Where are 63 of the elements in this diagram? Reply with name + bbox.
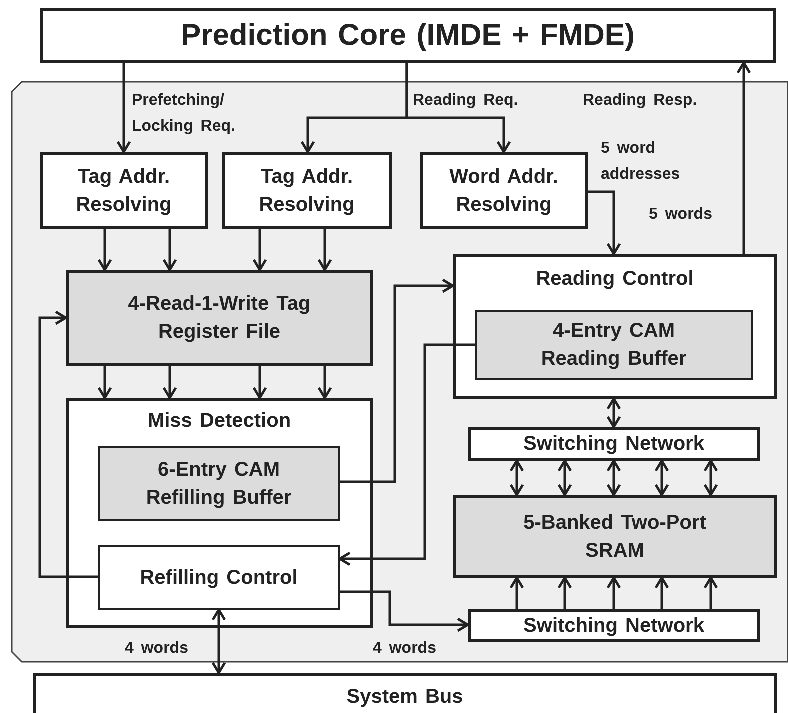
node-label: Tag Addr. Resolving: [75, 164, 173, 218]
process-box: [420, 152, 588, 229]
arrow: [558, 576, 572, 609]
arrow: [736, 62, 752, 254]
arrow: [588, 190, 622, 256]
arrow: [212, 608, 226, 674]
arrow: [162, 366, 178, 400]
arrow: [654, 460, 670, 496]
node-label: 4-Entry CAM Reading Buffer: [540, 319, 688, 372]
node-label: Word Addr. Resolving: [448, 164, 560, 218]
arrow: [340, 590, 470, 632]
arrow: [318, 229, 332, 272]
node-label: 6-Entry CAM Refilling Buffer: [145, 458, 293, 510]
edge-label: Reading Req.: [413, 91, 518, 111]
arrow: [654, 576, 670, 609]
edge-label: Prefetching/ Locking Req.: [132, 91, 236, 137]
detection-block: [66, 398, 373, 628]
arrow: [38, 310, 98, 578]
edge-label: 4 words: [125, 639, 188, 659]
arrow: [558, 460, 572, 496]
edge-label: Reading Resp.: [583, 91, 698, 111]
arrow: [162, 229, 178, 272]
annotation-label: 5 words: [649, 205, 712, 225]
edge-label: 5 word addresses: [601, 139, 682, 185]
control-box: [98, 545, 340, 610]
edge-label: 4 words: [373, 639, 436, 659]
node-label: Reading Control: [536, 267, 694, 292]
control-block: [453, 254, 777, 399]
arrow: [510, 460, 524, 496]
arrow: [704, 576, 718, 609]
arrow: [116, 63, 132, 154]
arrow: [406, 63, 512, 154]
node-label: Switching Network: [524, 432, 704, 457]
processor-box: [40, 8, 776, 63]
memory-box: [453, 495, 777, 578]
arrow: [252, 229, 268, 272]
buffer-box: [98, 446, 340, 521]
process-box: [40, 152, 208, 229]
arrow: [606, 460, 622, 496]
arrow: [704, 460, 718, 496]
arrow: [340, 278, 454, 484]
arrow: [318, 366, 332, 400]
node-label: System Bus: [346, 685, 464, 710]
node-label: Tag Addr. Resolving: [258, 164, 356, 218]
node-label: Switching Network: [524, 614, 704, 638]
arrow: [606, 398, 622, 428]
arrow: [98, 366, 112, 400]
arrow: [606, 576, 622, 609]
switch-box: [468, 609, 760, 642]
buffer-box: [475, 310, 753, 380]
node-label: Miss Detection: [148, 409, 292, 434]
arrow: [510, 576, 524, 609]
register-file-box: [66, 270, 373, 366]
process-box: [222, 152, 392, 229]
switch-box: [468, 427, 760, 461]
arrow: [98, 229, 112, 272]
arrow: [252, 366, 268, 400]
bus-box: [33, 673, 777, 713]
node-label: Refilling Control: [140, 566, 298, 590]
node-label: Prediction Core (IMDE + FMDE): [181, 18, 635, 54]
node-label: 5-Banked Two-Port SRAM: [522, 510, 708, 564]
arrow: [338, 344, 475, 566]
node-label: 4-Read-1-Write Tag Register File: [127, 292, 312, 345]
